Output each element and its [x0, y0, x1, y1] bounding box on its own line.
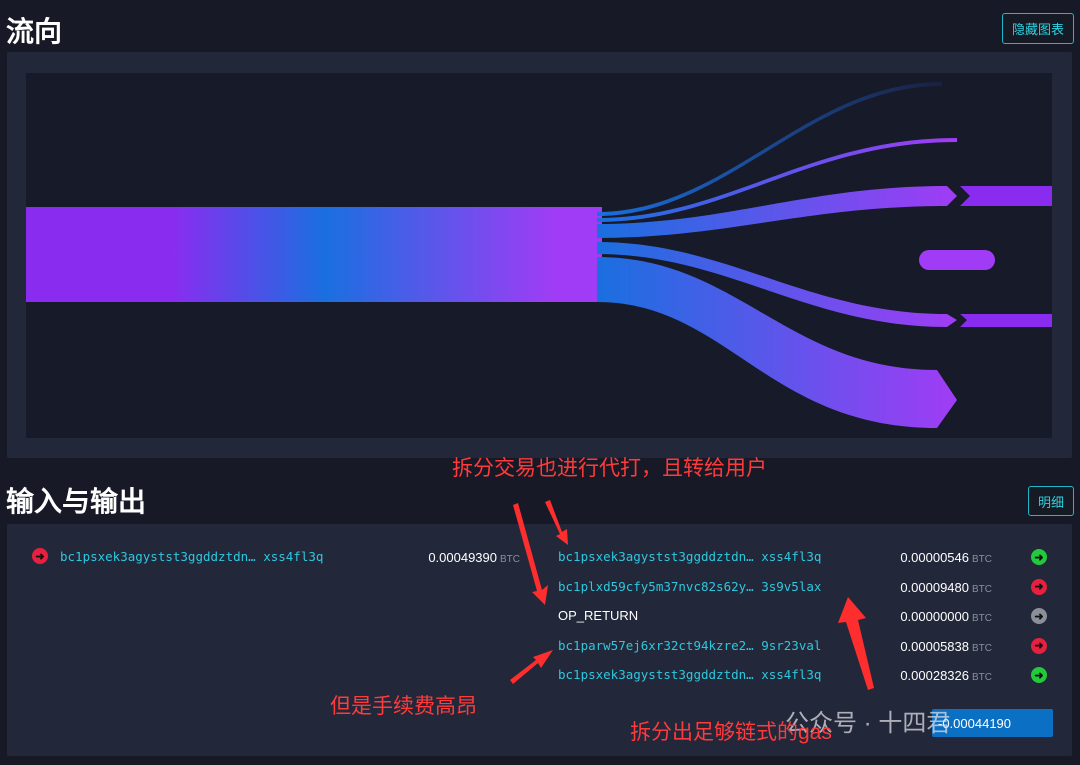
output-address[interactable]: bc1psxek3agystst3ggddztdn… xss4fl3q: [558, 667, 822, 682]
arrow-right-icon[interactable]: ➜: [1031, 578, 1047, 595]
output-node-op-return: [919, 250, 995, 270]
fee-badge: -0.00044190: [932, 709, 1053, 737]
output-flow-4: [597, 242, 957, 327]
flow-title: 流向: [6, 16, 63, 47]
output-flow-1: [597, 82, 942, 216]
arrow-right-icon[interactable]: ➜: [32, 548, 48, 564]
arrow-right-icon[interactable]: ➜: [1031, 549, 1047, 565]
detail-button[interactable]: 明细: [1028, 486, 1074, 516]
arrow-right-icon[interactable]: ➜: [1031, 637, 1047, 654]
flow-panel: [7, 52, 1072, 458]
hide-chart-button[interactable]: 隐藏图表: [1002, 13, 1074, 44]
annotation-right: 拆分出足够链式的gas: [630, 721, 832, 744]
main-flow: [124, 207, 602, 302]
io-title: 输入与输出: [6, 486, 147, 517]
output-segment-4: [960, 314, 1052, 327]
arrow-right-icon[interactable]: ➜: [1031, 608, 1047, 624]
amount-value: 0.00028326: [900, 668, 969, 683]
input-row: ➜ bc1psxek3agystst3ggddztdn… xss4fl3q: [32, 548, 323, 564]
amount-value: 0.00000546: [900, 550, 969, 565]
output-address: OP_RETURN: [558, 608, 639, 623]
arrow-right-icon[interactable]: ➜: [1031, 667, 1047, 683]
output-segment-3: [960, 186, 1052, 206]
unit: BTC: [972, 583, 992, 595]
unit: BTC: [972, 672, 992, 683]
sankey-diagram: [26, 73, 1052, 438]
unit: BTC: [972, 613, 992, 624]
amount-value: 0.00049390: [428, 550, 497, 565]
output-address[interactable]: bc1psxek3agystst3ggddztdn… xss4fl3q: [558, 549, 822, 564]
unit: BTC: [500, 554, 520, 565]
output-flow-5: [597, 257, 957, 428]
amount-value: 0.00005838: [900, 638, 969, 654]
annotation-left: 但是手续费高昂: [330, 695, 477, 718]
amount-value: 0.00000000: [900, 609, 969, 624]
output-address[interactable]: bc1parw57ej6xr32ct94kzre2… 9sr23val: [558, 637, 822, 653]
unit: BTC: [972, 642, 992, 654]
unit: BTC: [972, 554, 992, 565]
watermark: 公众号 · 十四君: [785, 710, 951, 737]
annotation-top: 拆分交易也进行代打，且转给用户: [452, 457, 767, 480]
output-flow-3: [597, 186, 957, 238]
amount-value: 0.00009480: [900, 579, 969, 595]
input-address[interactable]: bc1psxek3agystst3ggddztdn… xss4fl3q: [60, 548, 324, 564]
input-flow: [26, 207, 167, 302]
output-address[interactable]: bc1plxd59cfy5m37nvc82s62y… 3s9v5lax: [558, 578, 822, 594]
